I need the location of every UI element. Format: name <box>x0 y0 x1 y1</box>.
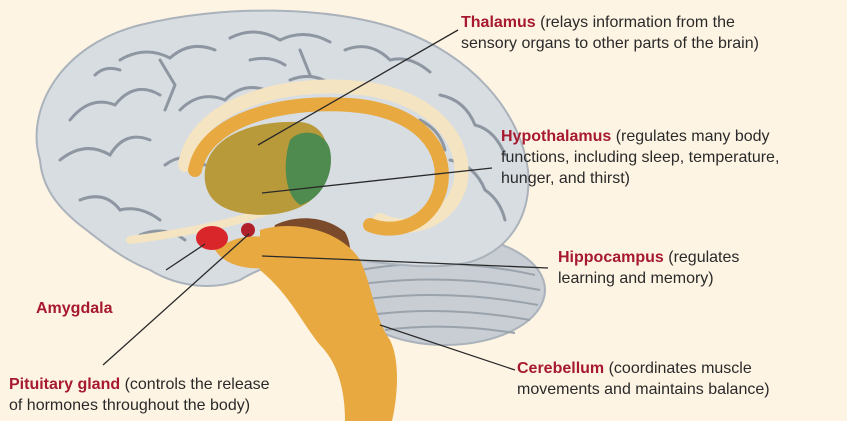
hippocampus-desc-line2: learning and memory) <box>558 270 714 287</box>
hypothalamus-desc-line3: hunger, and thirst) <box>501 170 630 187</box>
pituitary-label: Pituitary gland (controls the release of… <box>9 374 270 416</box>
cerebellum-desc-line2: movements and maintains balance) <box>517 381 770 398</box>
thalamus-desc-line2: sensory organs to other parts of the bra… <box>461 35 759 52</box>
hippocampus-label: Hippocampus (regulates learning and memo… <box>558 247 739 289</box>
thalamus-label: Thalamus (relays information from the se… <box>461 12 759 54</box>
hypothalamus-desc-line1: (regulates many body <box>611 128 769 145</box>
pituitary-desc-line1: (controls the release <box>120 376 269 393</box>
hypothalamus-desc-line2: functions, including sleep, temperature, <box>501 149 779 166</box>
hippocampus-desc-line1: (regulates <box>664 249 740 266</box>
amygdala-term: Amygdala <box>36 300 112 317</box>
cerebellum-label: Cerebellum (coordinates muscle movements… <box>517 358 770 400</box>
pituitary-desc-line2: of hormones throughout the body) <box>9 397 250 414</box>
pituitary-term: Pituitary gland <box>9 376 120 393</box>
cerebellum-desc-line1: (coordinates muscle <box>604 360 752 377</box>
hypothalamus-label: Hypothalamus (regulates many body functi… <box>501 126 779 189</box>
amygdala-label: Amygdala <box>36 298 112 319</box>
cerebellum-term: Cerebellum <box>517 360 604 377</box>
hippocampus-term: Hippocampus <box>558 249 664 266</box>
hypothalamus-term: Hypothalamus <box>501 128 611 145</box>
thalamus-term: Thalamus <box>461 14 536 31</box>
thalamus-desc-line1: (relays information from the <box>536 14 735 31</box>
